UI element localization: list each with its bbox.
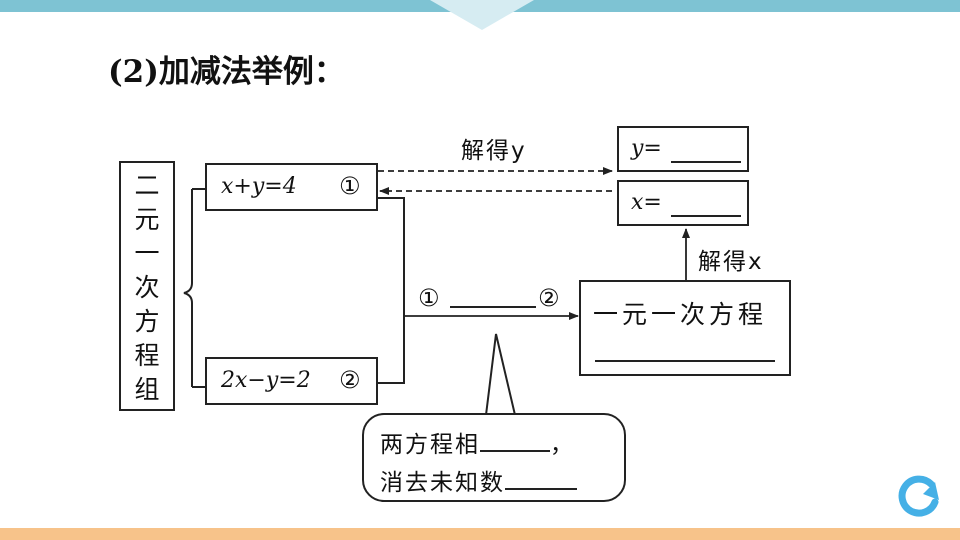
result-y-blank <box>671 161 741 163</box>
result-x-box: x= <box>617 180 749 226</box>
single-equation-box: 一元一次方程 <box>579 280 791 376</box>
system-label-char: 元 <box>134 205 160 234</box>
top-notch <box>430 0 534 30</box>
system-label-char: 组 <box>134 375 160 404</box>
note-line-1-end: ， <box>550 432 575 458</box>
equation-1-box: x+y=4 ① <box>205 163 378 211</box>
note-line-2: 消去未知数 <box>380 463 577 497</box>
replay-icon[interactable] <box>893 470 943 520</box>
equation-2-text: 2x−y=2 <box>221 368 311 393</box>
result-y-label: y= <box>631 136 662 161</box>
operation-left-marker: ① <box>418 284 440 312</box>
note-line-1: 两方程相 ， <box>380 425 575 459</box>
solve-y-label: 解得y <box>461 138 527 164</box>
operation-right-marker: ② <box>538 284 560 312</box>
system-label-char: 次 <box>134 273 160 302</box>
solve-x-label: 解得x <box>698 249 764 275</box>
bubble-tail <box>485 333 516 416</box>
left-brace <box>183 189 193 387</box>
note-blank-2 <box>505 488 577 490</box>
equation-2-marker: ② <box>339 366 361 394</box>
note-blank-1 <box>480 450 550 452</box>
equation-2-box: 2x−y=2 ② <box>205 357 378 405</box>
result-x-blank <box>671 215 741 217</box>
single-equation-blank <box>595 360 775 362</box>
bottom-decor-bar <box>0 528 960 540</box>
single-equation-label: 一元一次方程 <box>593 300 768 329</box>
equation-1-marker: ① <box>339 172 361 200</box>
page-heading: (2)加减法举例： <box>108 54 345 90</box>
result-x-label: x= <box>631 190 662 215</box>
system-label-char: 一 <box>134 239 160 268</box>
system-label-box: 二 元 一 次 方 程 组 <box>119 161 175 411</box>
equation-1-text: x+y=4 <box>221 174 297 199</box>
system-label-char: 方 <box>134 307 160 336</box>
system-label-char: 程 <box>134 341 160 370</box>
note-line-1-text: 两方程相 <box>380 432 480 458</box>
note-bubble: 两方程相 ， 消去未知数 <box>362 413 626 502</box>
system-label-char: 二 <box>134 171 160 200</box>
equation-bracket <box>378 197 405 384</box>
note-line-2-text: 消去未知数 <box>380 470 505 496</box>
result-y-box: y= <box>617 126 749 172</box>
